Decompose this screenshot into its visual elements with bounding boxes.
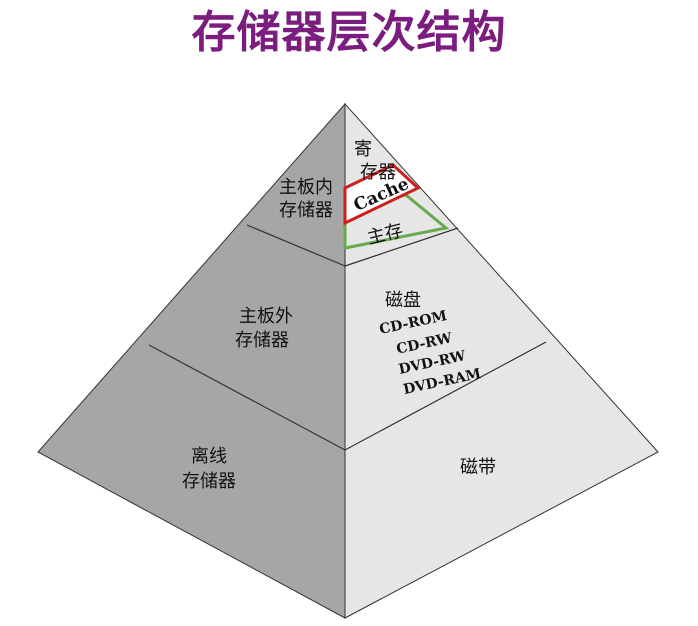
label-offboard-storage-line2: 存储器 xyxy=(235,330,289,351)
tier-dividers xyxy=(148,224,547,451)
label-tape: 磁带 xyxy=(460,457,496,478)
label-registers-line1: 寄 xyxy=(354,139,372,160)
label-offline-storage-line1: 离线 xyxy=(191,446,227,467)
right-divider-1 xyxy=(344,227,459,267)
label-offline-storage-line2: 存储器 xyxy=(182,471,236,492)
label-onboard-storage-line1: 主板内 xyxy=(279,177,333,198)
label-registers-line2: 存器 xyxy=(360,162,396,183)
label-onboard-storage-line2: 存储器 xyxy=(279,200,333,221)
right-divider-2 xyxy=(344,341,547,451)
page-title: 存储器层次结构 xyxy=(191,7,507,58)
cache-outline xyxy=(343,163,421,226)
label-disk: 磁盘 xyxy=(385,290,421,311)
left-divider-1 xyxy=(246,224,346,267)
left-divider-2 xyxy=(148,344,346,451)
label-offboard-storage-line1: 主板外 xyxy=(239,306,293,327)
